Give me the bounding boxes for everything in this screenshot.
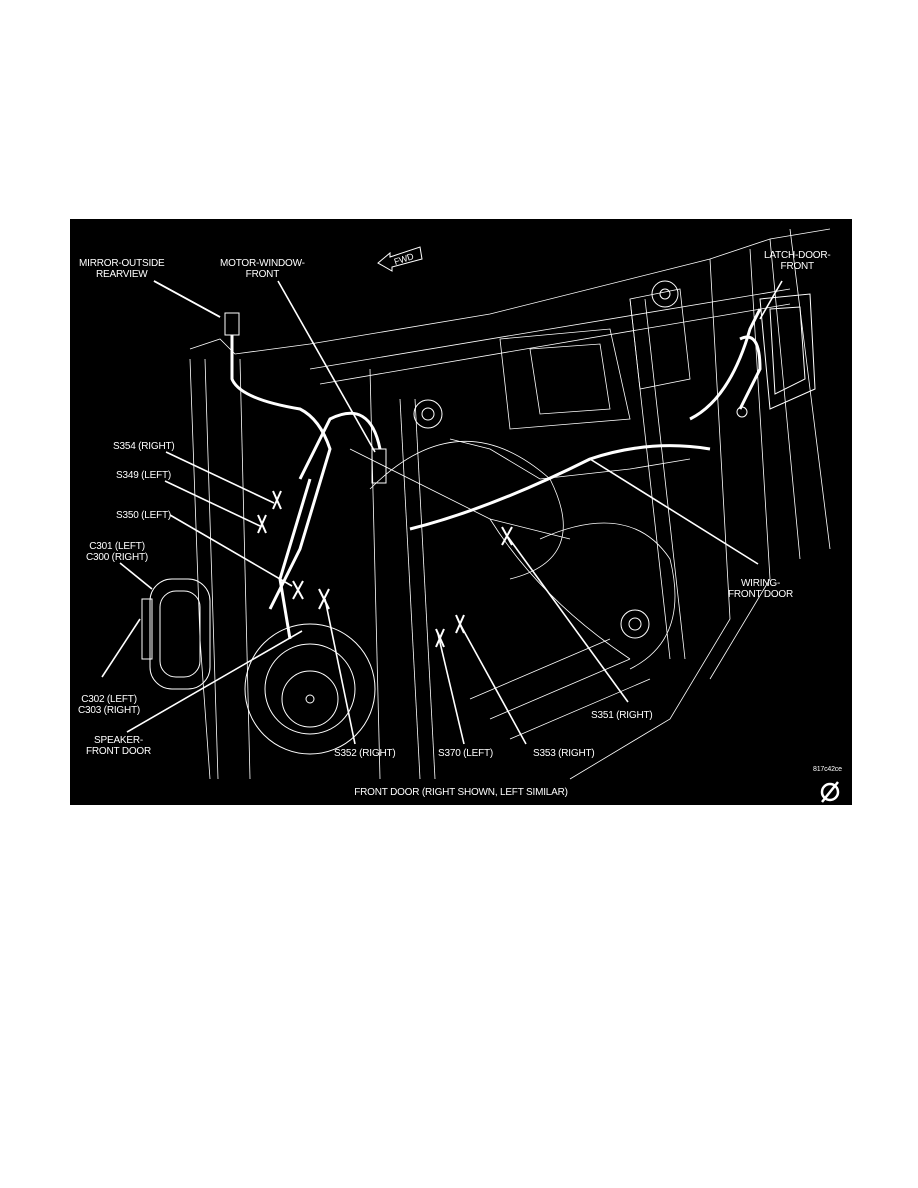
label-s352: S352 (RIGHT) (334, 748, 396, 759)
label-line: C301 (LEFT) (89, 541, 145, 552)
splice-s370 (435, 628, 445, 648)
fwd-arrow-icon (377, 246, 423, 272)
figure-caption: FRONT DOOR (RIGHT SHOWN, LEFT SIMILAR) (354, 787, 568, 798)
label-c302-c303: C302 (LEFT) C303 (RIGHT) (78, 694, 140, 716)
label-s370: S370 (LEFT) (438, 748, 494, 759)
harness-mirror (230, 335, 332, 610)
label-line: FRONT DOOR (86, 746, 152, 757)
front-door-wiring-diagram: MIRROR-OUTSIDE REARVIEW MOTOR-WINDOW- FR… (70, 219, 852, 805)
label-c301-c300: C301 (LEFT) C300 (RIGHT) (86, 541, 148, 563)
door-structure (189, 228, 831, 780)
label-s351: S351 (RIGHT) (591, 710, 653, 721)
label-s349: S349 (LEFT) (116, 470, 172, 481)
label-line: FRONT DOOR (728, 589, 794, 600)
label-wiring-front-door: WIRING- FRONT DOOR (728, 578, 793, 600)
speaker-art (244, 623, 376, 755)
label-speaker-front-door: SPEAKER- FRONT DOOR (86, 735, 151, 757)
leader-lines (101, 280, 783, 745)
splice-s350 (292, 580, 304, 600)
label-line: REARVIEW (95, 269, 148, 280)
splice-s351 (501, 526, 513, 546)
label-line: SPEAKER- (94, 735, 144, 746)
label-line: MOTOR-WINDOW- (220, 258, 305, 269)
latch-art (736, 293, 816, 418)
label-s353: S353 (RIGHT) (533, 748, 595, 759)
mirror-connector-art (224, 312, 240, 336)
harness-front-door (409, 444, 711, 531)
window-regulator-pulley (620, 609, 650, 639)
splice-s349 (257, 514, 267, 534)
window-regulator-pulley (413, 399, 443, 429)
label-line: LATCH-DOOR- (764, 250, 831, 261)
label-s354: S354 (RIGHT) (113, 441, 175, 452)
label-mirror-outside-rearview: MIRROR-OUTSIDE REARVIEW (79, 258, 165, 280)
label-motor-window-front: MOTOR-WINDOW- FRONT (220, 258, 305, 280)
connector-c301-art (141, 578, 211, 690)
figure-id: 817c42ce (813, 766, 842, 773)
window-regulator-pulley (651, 280, 679, 308)
label-line: C303 (RIGHT) (78, 705, 141, 716)
splice-s353 (455, 614, 465, 634)
label-line: C302 (LEFT) (81, 694, 137, 705)
label-line: FRONT (780, 261, 815, 272)
label-line: MIRROR-OUTSIDE (79, 258, 165, 269)
gear-icon (820, 781, 840, 803)
splice-s354 (272, 490, 282, 510)
label-line: FRONT (245, 269, 280, 280)
splice-s352 (318, 588, 330, 610)
label-latch-door-front: LATCH-DOOR- FRONT (764, 250, 831, 272)
door-line-art (101, 228, 840, 803)
splice-marks (257, 490, 513, 648)
label-line: WIRING- (740, 578, 781, 589)
label-line: C300 (RIGHT) (86, 552, 149, 563)
harness-motor (298, 411, 382, 480)
label-s350: S350 (LEFT) (116, 510, 172, 521)
